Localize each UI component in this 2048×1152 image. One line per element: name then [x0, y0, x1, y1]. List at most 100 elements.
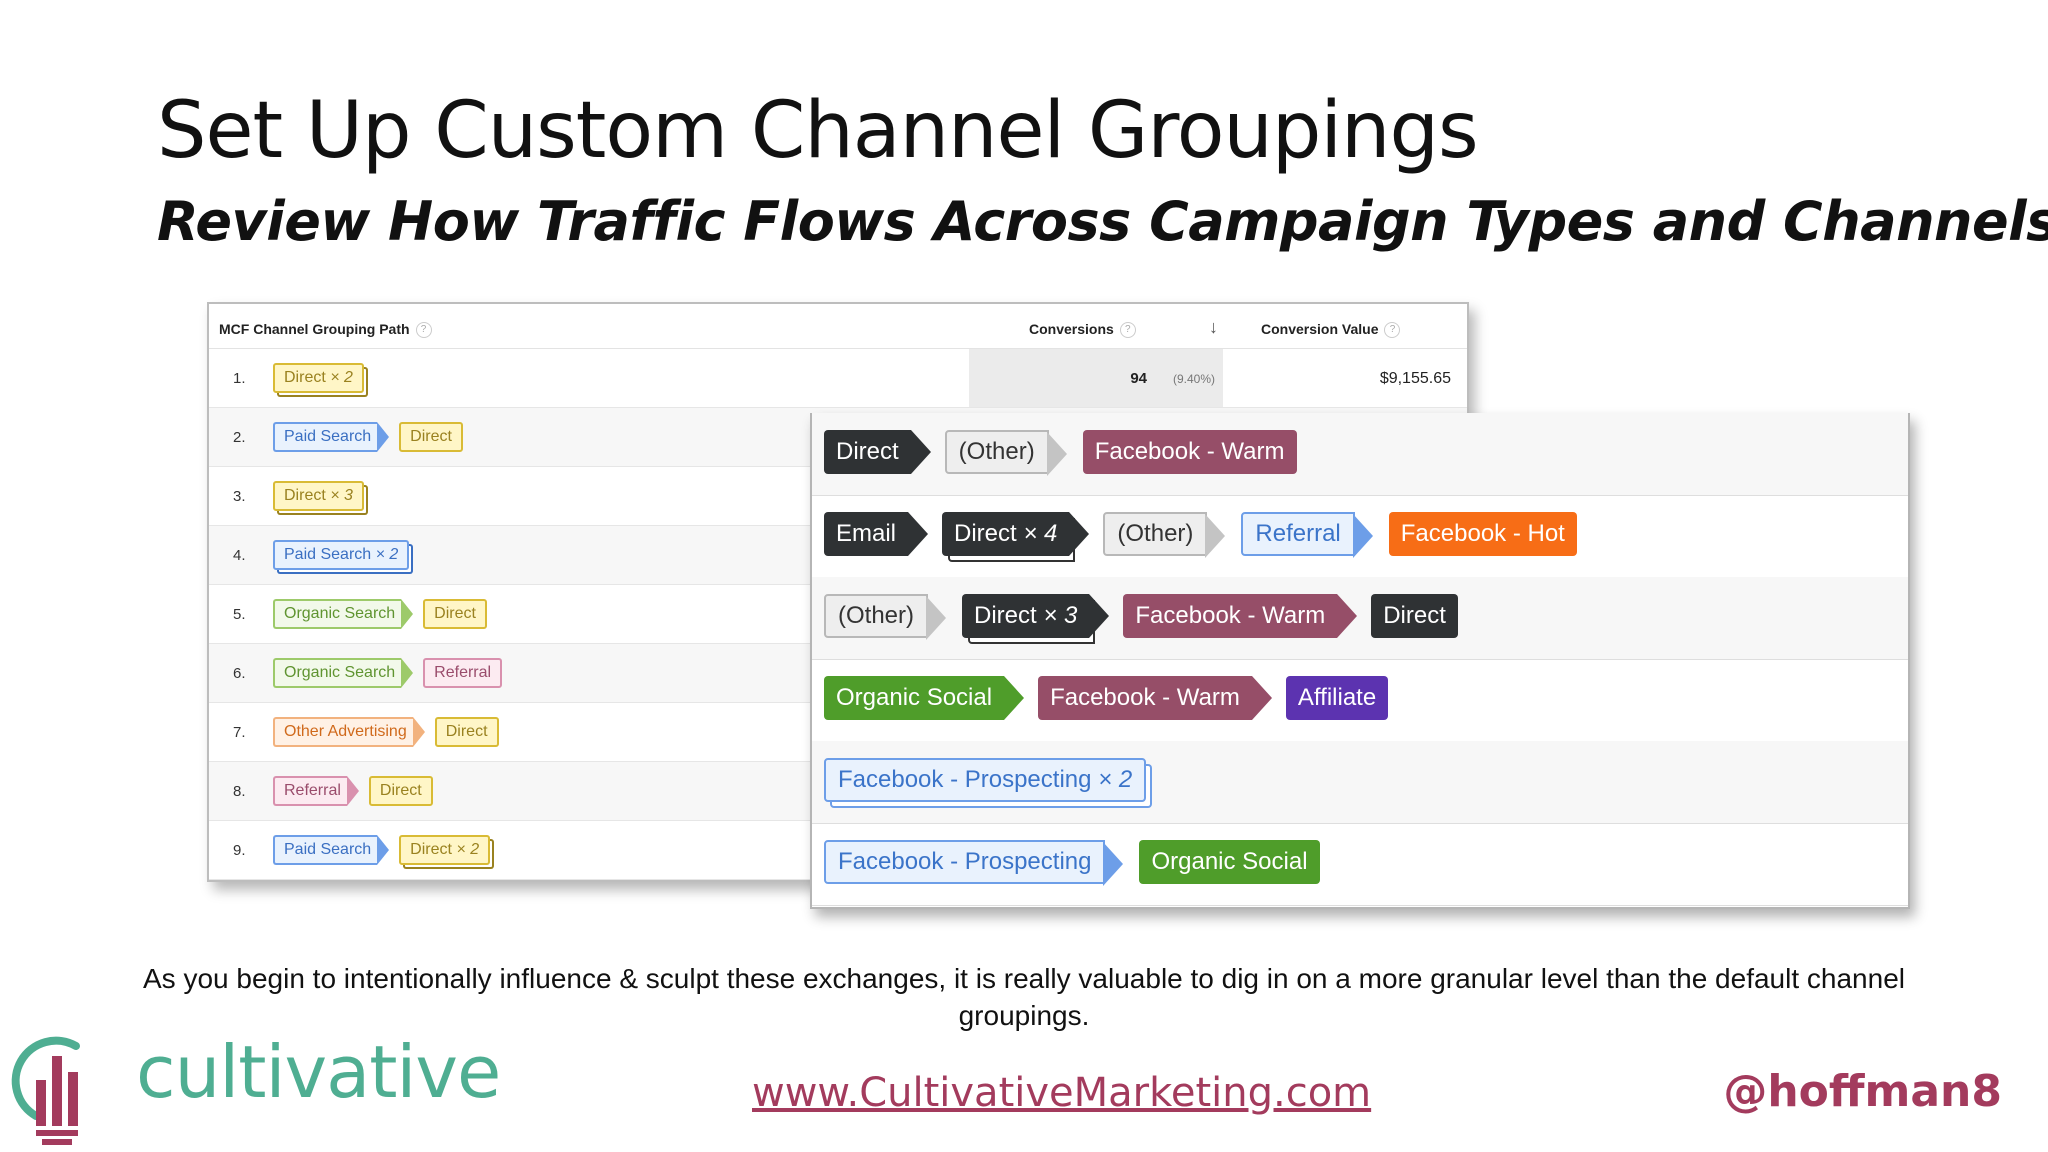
table-row[interactable]: 1. Direct × 2 94(9.40%) $9,155.65: [209, 349, 1467, 408]
custom-channel-tag-label: Facebook - Warm: [1135, 602, 1326, 629]
custom-path-row[interactable]: Email Direct × 4 (Other) Referral Facebook -…: [812, 495, 1908, 578]
channel-tag[interactable]: Direct × 2: [273, 363, 364, 393]
channel-tag-multiplier: × 2: [330, 369, 353, 386]
channel-path: Other Advertising Direct: [273, 717, 499, 747]
custom-path-row[interactable]: Facebook - Prospecting × 2: [812, 741, 1908, 824]
path-column-header[interactable]: MCF Channel Grouping Path?: [219, 321, 432, 339]
channel-path: Paid Search × 2: [273, 540, 410, 570]
custom-channel-tag[interactable]: Affiliate: [1285, 676, 1389, 720]
custom-channel-tag-label: Email: [836, 520, 897, 547]
custom-channel-tag[interactable]: (Other): [1103, 512, 1226, 558]
custom-channel-tag-label: Facebook - Warm: [1094, 438, 1285, 465]
slide-title: Set Up Custom Channel Groupings: [157, 86, 1479, 176]
custom-path-row[interactable]: Organic Social Facebook - Warm Affiliate: [812, 659, 1908, 742]
channel-tag[interactable]: Referral: [423, 658, 503, 688]
channel-tag[interactable]: Organic Search: [273, 658, 414, 688]
custom-channel-tag-label: Organic Social: [836, 684, 993, 711]
custom-channel-path: Facebook - Prospecting × 2: [824, 758, 1147, 802]
custom-channel-tag[interactable]: Facebook - Hot: [1388, 512, 1577, 556]
help-icon[interactable]: ?: [1384, 322, 1401, 339]
custom-channel-tag[interactable]: Direct: [824, 430, 931, 474]
channel-tag[interactable]: Direct × 2: [399, 835, 491, 865]
custom-channel-tag-label: Facebook - Hot: [1400, 520, 1565, 547]
custom-channel-path: (Other) Direct × 3 Facebook - Warm Direct: [824, 594, 1458, 640]
custom-channel-tag[interactable]: Direct × 4: [942, 512, 1090, 556]
custom-channel-tag[interactable]: Facebook - Warm: [1123, 594, 1358, 638]
custom-channel-tag[interactable]: Organic Social: [1139, 840, 1320, 884]
channel-path: Direct × 2: [273, 363, 364, 393]
custom-path-row[interactable]: Direct (Other) Facebook - Warm: [812, 413, 1908, 496]
custom-channel-path: Direct (Other) Facebook - Warm: [824, 430, 1297, 476]
channel-tag-multiplier: × 2: [456, 841, 480, 858]
channel-tag-label: Direct: [434, 605, 476, 622]
custom-channel-tag[interactable]: (Other): [824, 594, 947, 640]
custom-channel-tag-label: Facebook - Prospecting: [838, 848, 1092, 875]
channel-tag-label: Direct: [284, 369, 326, 386]
custom-path-row[interactable]: (Other) Direct × 3 Facebook - Warm Direct: [812, 577, 1908, 660]
custom-channel-tag[interactable]: Facebook - Warm: [1082, 430, 1297, 474]
channel-tag-label: Organic Search: [284, 664, 396, 681]
website-link[interactable]: www.CultivativeMarketing.com: [752, 1070, 1372, 1116]
channel-tag[interactable]: Organic Search: [273, 599, 414, 629]
conversions-column-header[interactable]: Conversions?: [1029, 321, 1136, 339]
custom-channel-tag-label: (Other): [1117, 520, 1194, 547]
channel-tag[interactable]: Paid Search × 2: [273, 540, 410, 570]
sort-down-arrow-icon[interactable]: ↓: [1209, 317, 1218, 337]
channel-path: Referral Direct: [273, 776, 433, 806]
custom-channel-tag-label: Affiliate: [1297, 684, 1377, 711]
channel-tag-label: Organic Search: [284, 605, 396, 622]
custom-channel-tag-label: (Other): [838, 602, 915, 629]
custom-channel-tag[interactable]: Facebook - Prospecting: [824, 840, 1124, 886]
channel-tag[interactable]: Direct: [399, 422, 463, 452]
channel-tag[interactable]: Referral: [273, 776, 359, 806]
custom-channel-tag[interactable]: Direct: [1371, 594, 1458, 638]
conversion-value-column-header[interactable]: Conversion Value?: [1261, 321, 1401, 339]
channel-tag-label: Direct: [410, 841, 452, 858]
channel-tag[interactable]: Direct: [423, 599, 487, 629]
custom-channel-tag[interactable]: Facebook - Prospecting × 2: [824, 758, 1147, 802]
custom-channel-tag[interactable]: Referral: [1241, 512, 1374, 558]
custom-channel-tag[interactable]: Organic Social: [824, 676, 1025, 720]
channel-path: Organic Search Referral: [273, 658, 503, 688]
custom-channel-tag-label: Direct: [836, 438, 899, 465]
custom-channel-path: Organic Social Facebook - Warm Affiliate: [824, 676, 1389, 720]
conversion-value: $9,155.65: [1379, 370, 1451, 387]
custom-channel-tag[interactable]: (Other): [944, 430, 1067, 476]
channel-tag[interactable]: Other Advertising: [273, 717, 425, 747]
custom-channel-tag-label: Referral: [1255, 520, 1341, 547]
custom-channel-path: Email Direct × 4 (Other) Referral Facebook -…: [824, 512, 1577, 558]
table-row[interactable]: 5. Organic Search Direct: [209, 585, 1467, 644]
custom-path-row[interactable]: Facebook - Prospecting Organic Social: [812, 823, 1908, 906]
brand-wordmark: cultivative: [136, 1030, 501, 1114]
row-number: 5.: [233, 606, 246, 623]
channel-tag[interactable]: Direct: [434, 717, 499, 747]
slide-body-text: As you begin to intentionally influence …: [143, 963, 1905, 1031]
channel-path: Organic Search Direct: [273, 599, 487, 629]
channel-tag[interactable]: Paid Search: [273, 835, 390, 865]
custom-channel-tag[interactable]: Email: [824, 512, 929, 556]
channel-path: Direct × 3: [273, 481, 364, 511]
custom-channel-tag-label: Facebook - Prospecting: [838, 766, 1092, 793]
lightbulb-bars-logo: [11, 1036, 80, 1145]
custom-channel-tag-multiplier: × 4: [1023, 520, 1058, 547]
custom-channel-tag-label: Organic Social: [1151, 848, 1308, 875]
channel-tag[interactable]: Direct: [368, 776, 433, 806]
custom-channel-tag-label: Direct: [954, 520, 1017, 547]
custom-channel-tag-multiplier: × 3: [1043, 602, 1078, 629]
help-icon[interactable]: ?: [415, 322, 432, 339]
channel-tag[interactable]: Direct × 3: [273, 481, 364, 511]
report-header: MCF Channel Grouping Path? Conversions? …: [209, 304, 1467, 349]
row-number: 3.: [233, 488, 246, 505]
channel-tag-label: Direct: [445, 723, 488, 740]
channel-tag-label: Other Advertising: [284, 723, 407, 740]
help-icon[interactable]: ?: [1119, 322, 1136, 339]
channel-tag[interactable]: Paid Search: [273, 422, 390, 452]
row-number: 1.: [233, 370, 246, 387]
custom-channel-tag[interactable]: Facebook - Warm: [1038, 676, 1272, 720]
conversions-cell: 94(9.40%): [969, 349, 1223, 407]
channel-tag-label: Referral: [434, 664, 492, 681]
custom-channel-path: Facebook - Prospecting Organic Social: [824, 840, 1320, 886]
custom-channel-tag[interactable]: Direct × 3: [962, 594, 1110, 638]
